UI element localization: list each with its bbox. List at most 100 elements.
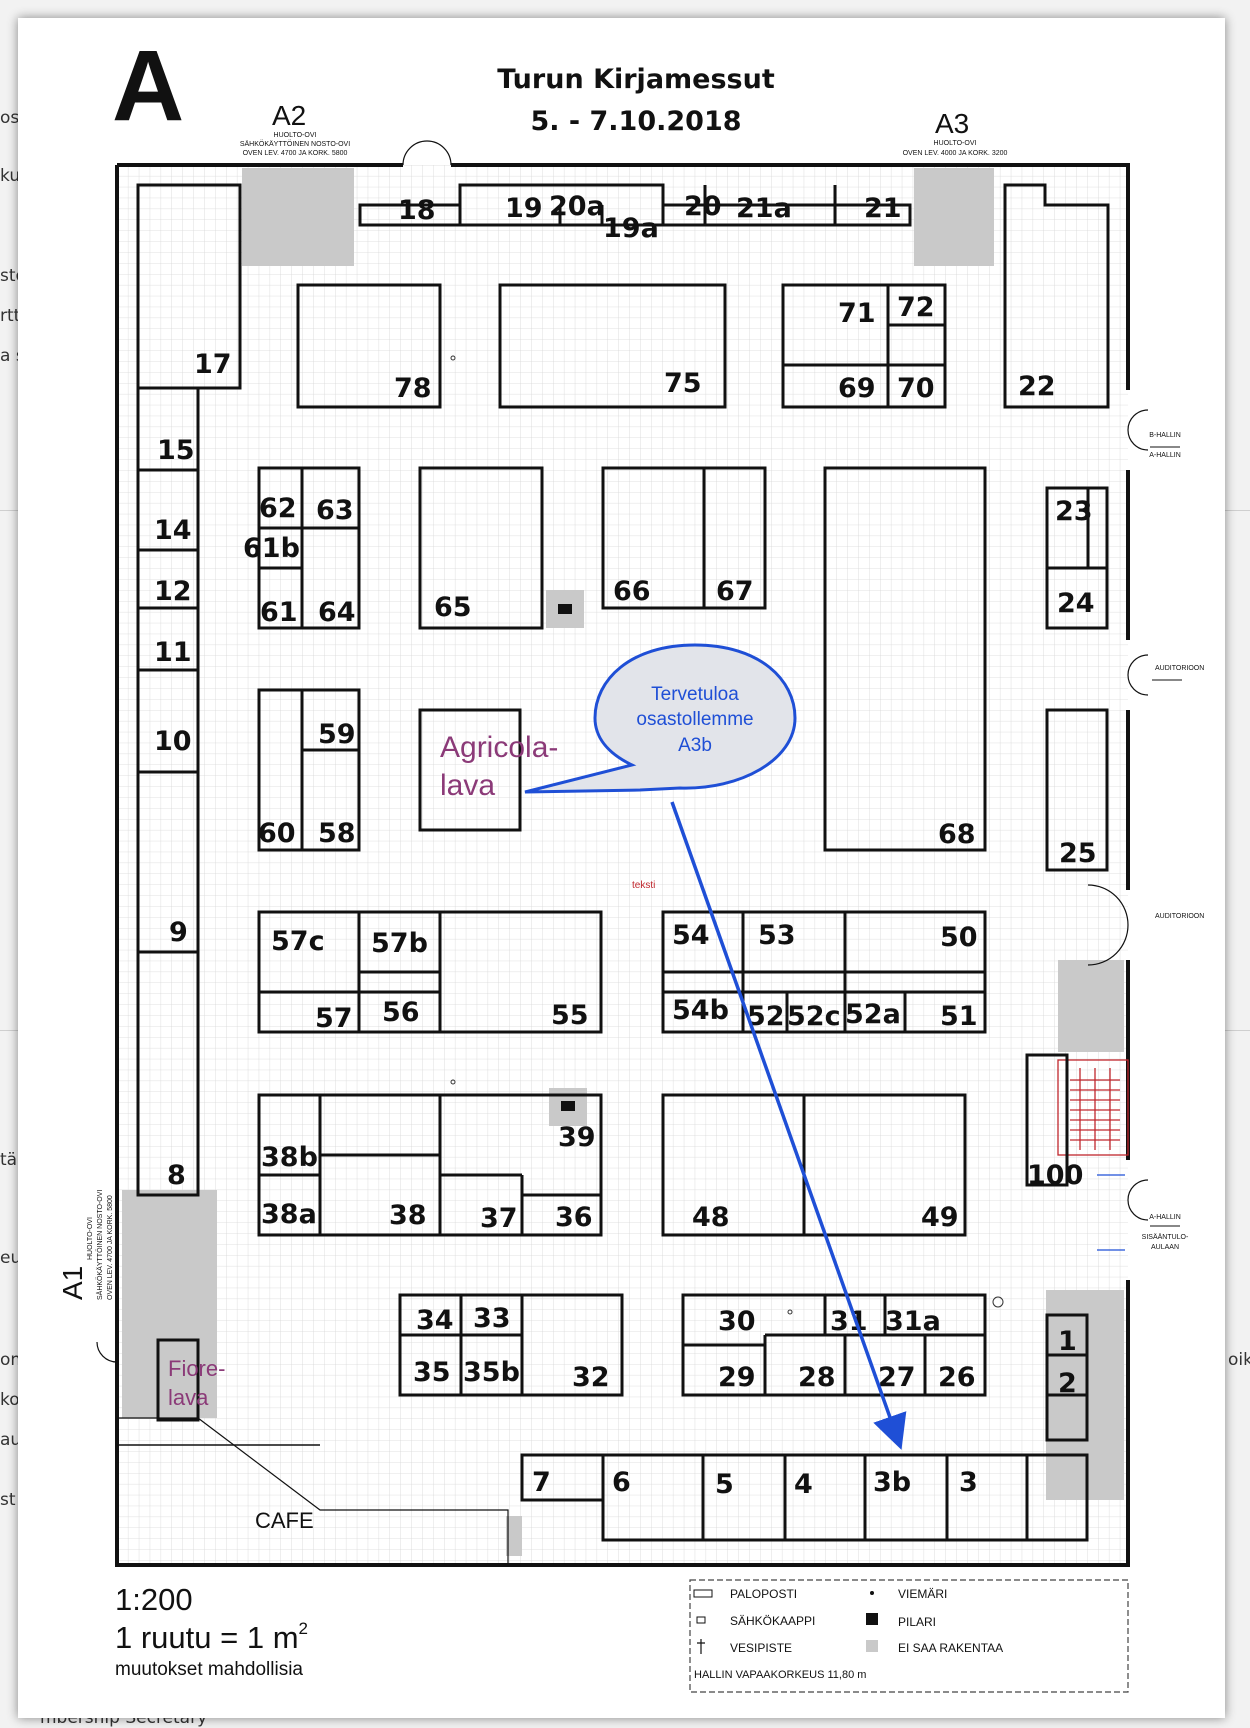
booth-label: 29 <box>718 1362 756 1393</box>
booth-label: 35b <box>463 1357 520 1388</box>
booth-label: 3b <box>873 1467 911 1498</box>
booth-label: 19a <box>603 213 659 244</box>
booth-label: 26 <box>938 1362 976 1393</box>
entrance-label-1: A-HALLIN <box>1149 1214 1181 1221</box>
legend-pilari: PILARI <box>898 1615 936 1629</box>
hall-walls <box>115 163 1130 1567</box>
booth-label: 21 <box>864 193 902 224</box>
door-a1-label: A1 HUOLTO-OVI SÄHKÖKÄYTTÖINEN NOSTO-OVI … <box>57 1190 114 1300</box>
sewer-icon <box>870 1591 874 1595</box>
booth-label: 66 <box>613 576 651 607</box>
booth-dividers <box>458 185 837 225</box>
booth-label: 63 <box>316 495 354 526</box>
water-point-icon <box>697 1639 705 1654</box>
sewer-icon <box>787 1309 793 1315</box>
sewer-icon <box>992 1296 1004 1308</box>
booth-label: 32 <box>572 1362 610 1393</box>
booth-dividers <box>400 1295 524 1395</box>
booth-label: 55 <box>551 1000 589 1031</box>
stray-text-label: teksti <box>632 880 655 891</box>
booth-label: 7 <box>532 1467 551 1498</box>
booth-label: 33 <box>473 1303 511 1334</box>
booth-dividers <box>259 1095 601 1235</box>
booth-22 <box>1003 183 1110 409</box>
booth-label: 20 <box>684 191 722 222</box>
booth-dividers <box>300 690 359 850</box>
door-swing <box>1087 884 1129 966</box>
entrance-label-3: AULAAN <box>1151 1244 1179 1251</box>
event-title: Turun Kirjamessut <box>497 64 775 95</box>
booth-label: 57c <box>271 926 325 957</box>
fiore-stage <box>156 1338 200 1422</box>
booth-dividers <box>783 285 945 407</box>
cafe-outline <box>117 1417 509 1565</box>
booth-label: 11 <box>154 637 192 668</box>
legend-ei-saa: EI SAA RAKENTAA <box>898 1641 1003 1655</box>
door-a3-name: A3 <box>935 108 969 139</box>
booth-label: 61 <box>260 597 298 628</box>
booth-label: 54 <box>672 920 710 951</box>
booth-dividers <box>683 1295 985 1395</box>
booth-label: 24 <box>1057 588 1095 619</box>
door-a2-line2: SÄHKÖKÄYTTÖINEN NOSTO-OVI <box>240 140 350 148</box>
legend-vesipiste: VESIPISTE <box>730 1641 792 1655</box>
booth-label: 35 <box>413 1357 451 1388</box>
booth-label: 28 <box>798 1362 836 1393</box>
booth-label: 52a <box>845 999 901 1030</box>
booth-dividers <box>259 912 442 1032</box>
booth-label: 62 <box>259 493 297 524</box>
booth-label: 30 <box>718 1306 756 1337</box>
hall-letter: A <box>112 30 184 142</box>
booth-label: 34 <box>416 1305 454 1336</box>
booth-label: 50 <box>940 922 978 953</box>
booth-label: 20a <box>549 191 605 222</box>
booth-label: 57b <box>371 928 428 959</box>
booth-label: 71 <box>838 298 876 329</box>
fiore-stage-label-2: lava <box>168 1385 209 1410</box>
background-text: oik <box>1228 1350 1250 1370</box>
booth-label: 39 <box>558 1122 596 1153</box>
booth-label: 17 <box>194 349 232 380</box>
booth-label: 4 <box>794 1469 813 1500</box>
booth-label: 1 <box>1058 1326 1077 1357</box>
sewer-icon <box>450 1079 456 1085</box>
booth-label: 23 <box>1055 496 1093 527</box>
booth-label: 100 <box>1027 1160 1083 1191</box>
callout-line-2: osastollemme <box>636 709 753 730</box>
booth-label: 59 <box>318 719 356 750</box>
booth-label: 67 <box>716 576 754 607</box>
booth-label: 14 <box>154 515 192 546</box>
door-a2-name: A2 <box>272 100 306 131</box>
no-build-zone <box>506 1516 522 1556</box>
event-dates: 5. - 7.10.2018 <box>530 106 741 137</box>
fiore-stage-label-1: Fiore- <box>168 1356 225 1381</box>
door-a1-line3: OVEN LEV. 4700 JA KORK. 5800 <box>107 1195 114 1300</box>
booth-label: 15 <box>157 435 195 466</box>
door-swing <box>1127 409 1149 451</box>
scale-grid: 1 ruutu = 1 m2 <box>115 1619 308 1655</box>
booth-label: 36 <box>555 1202 593 1233</box>
booth-block-23-24 <box>1045 486 1109 630</box>
legend-viemari: VIEMÄRI <box>898 1587 947 1601</box>
door-a1-name: A1 <box>57 1266 88 1300</box>
booth-label: 51 <box>940 1001 978 1032</box>
legend-paloposti: PALOPOSTI <box>730 1587 797 1601</box>
door-auditorio-1: AUDITORIOON <box>1155 665 1204 672</box>
booth-label: 21a <box>736 193 792 224</box>
booth-100 <box>1025 1053 1069 1187</box>
booth-label: 37 <box>480 1203 518 1234</box>
no-build-zone <box>914 168 994 266</box>
direction-arrow <box>670 801 907 1450</box>
booth-78 <box>296 283 442 409</box>
booth-label: 68 <box>938 819 976 850</box>
booth-block-69-72 <box>781 283 947 409</box>
door-a1-line1: HUOLTO-OVI <box>87 1217 94 1260</box>
booth-label: 70 <box>897 373 935 404</box>
pillars <box>558 604 575 1111</box>
callout-line-3: A3b <box>678 735 712 756</box>
scale-grid-exponent: 2 <box>299 1619 308 1638</box>
door-a1-line2: SÄHKÖKÄYTTÖINEN NOSTO-OVI <box>96 1190 104 1300</box>
booth-label: 18 <box>398 195 436 226</box>
booth-label: 53 <box>758 920 796 951</box>
booth-label: 25 <box>1059 838 1097 869</box>
